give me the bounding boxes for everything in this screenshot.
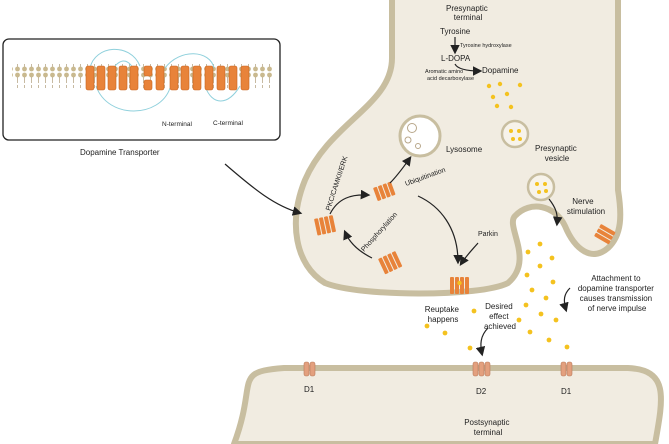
d1-right-label: D1 bbox=[561, 387, 572, 396]
kinase-arrow bbox=[329, 189, 371, 215]
postsynaptic-terminal-label: Postsynaptic terminal bbox=[464, 418, 512, 437]
presynaptic-vesicle bbox=[500, 119, 530, 149]
inset-c-terminal-label: C-terminal bbox=[213, 120, 244, 127]
inset-n-terminal-label: N-terminal bbox=[162, 121, 193, 128]
lysosome-label: Lysosome bbox=[446, 145, 483, 154]
postsynaptic-neuron bbox=[231, 365, 664, 444]
vesicle-release-arrow bbox=[548, 198, 563, 227]
presynaptic-terminal-label: Presynaptic terminal bbox=[446, 4, 490, 22]
presynaptic-vesicle-label: Presynaptic vesicle bbox=[535, 144, 579, 163]
l-dopa-label: L-DOPA bbox=[441, 54, 471, 63]
dopamine-label: Dopamine bbox=[482, 66, 519, 75]
attachment-label: Attachment to dopamine transporter cause… bbox=[578, 274, 656, 313]
dopamine-molecules-cytoplasm bbox=[486, 81, 523, 110]
phosphorylation-arrow bbox=[343, 229, 373, 259]
tyrosine-hydroxylase-label: Tyrosine hydroxylase bbox=[460, 43, 512, 49]
d2-receptor bbox=[472, 361, 491, 377]
tyrosine-label: Tyrosine bbox=[440, 27, 471, 36]
nerve-stimulation-label: Nerve stimulation bbox=[567, 197, 605, 216]
ubiquitination-arrow bbox=[389, 156, 412, 184]
dopamine-transporter-inset: N-terminal C-terminal bbox=[2, 38, 281, 141]
inset-pointer-arrow bbox=[224, 163, 303, 216]
reuptake-label: Reuptake happens bbox=[425, 305, 461, 324]
lysosome bbox=[398, 114, 442, 158]
membrane-transporter-reuptake bbox=[450, 277, 469, 294]
parkin-arrow bbox=[459, 242, 479, 267]
membrane-transporter-right bbox=[594, 224, 616, 245]
internalized-transporter bbox=[373, 181, 396, 201]
d1-receptor-right bbox=[560, 361, 573, 377]
ldopa-to-dopamine-arrow bbox=[454, 63, 483, 76]
presynaptic-neuron bbox=[292, 0, 624, 297]
return-to-membrane-arrow bbox=[417, 195, 463, 265]
releasing-vesicle bbox=[526, 172, 556, 202]
attachment-arrow bbox=[559, 287, 571, 313]
membrane-transporter-middle bbox=[378, 251, 403, 275]
desired-effect-arrow bbox=[475, 327, 489, 357]
inset-caption: Dopamine Transporter bbox=[80, 148, 160, 157]
dopamine-molecules-cleft bbox=[424, 241, 570, 351]
desired-effect-label: Desired effect achieved bbox=[484, 302, 516, 331]
parkin-label: Parkin bbox=[478, 231, 498, 238]
d2-label: D2 bbox=[476, 387, 487, 396]
membrane-transporter-left bbox=[314, 215, 336, 236]
d1-left-label: D1 bbox=[304, 385, 315, 394]
aromatic-decarboxylase-label: Aromatic amino acid decarboxylase bbox=[425, 69, 474, 82]
d1-receptor-left bbox=[303, 361, 316, 377]
